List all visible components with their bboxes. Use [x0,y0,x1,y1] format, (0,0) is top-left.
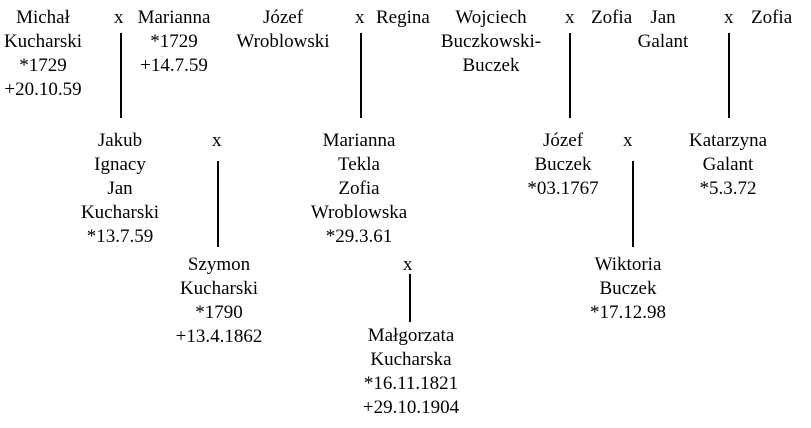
marriage-symbol: x [724,7,734,28]
name-line: Józef [262,7,304,28]
birth-date: *13.7.59 [86,226,154,247]
name-line: Zofia [338,178,380,199]
marriage-symbol: x [355,7,365,28]
person-malgorzata-kucharska: Małgorzata Kucharska *16.11.1821 +29.10.… [345,324,477,420]
name-line: Wroblowski [236,31,330,52]
marriage-symbol: x [623,130,633,151]
person-katarzyna-galant: Katarzyna Galant *5.3.72 [676,129,780,201]
connector-line [569,33,571,118]
person-regina: Regina [376,6,430,30]
name-line: Galant [637,31,689,52]
death-date: +13.4.1862 [175,326,263,347]
name-line: Kucharski [80,202,160,223]
name-line: Jan [107,178,133,199]
name-line: Jakub [97,130,143,151]
name-line: Katarzyna [688,130,768,151]
name-line: Wojciech [455,7,527,28]
name-line: Zofia [591,7,633,28]
connector-line [409,274,411,322]
death-date: +29.10.1904 [362,397,460,418]
death-date: +14.7.59 [140,55,208,76]
connector-line [217,161,219,247]
person-jakub-kucharski: Jakub Ignacy Jan Kucharski *13.7.59 [70,129,170,249]
marriage-symbol: x [403,254,413,275]
name-line: Wroblowska [310,202,408,223]
name-line: Zofia [751,7,793,28]
person-zofia-galant: Zofia [751,6,792,30]
person-marianna-wroblowska: Marianna Tekla Zofia Wroblowska *29.3.61 [300,129,418,249]
name-line: Małgorzata [367,325,455,346]
marriage-symbol: x [114,7,124,28]
connector-line [360,33,362,118]
birth-date: *17.12.98 [590,302,666,323]
connector-line [728,33,730,118]
name-line: Marianna [137,7,211,28]
marriage-symbol: x [212,130,222,151]
name-line: Kucharska [370,349,452,370]
person-marianna: Marianna *1729 +14.7.59 [130,6,218,78]
person-jozef-buczek: Józef Buczek *03.1767 [518,129,608,201]
name-line: Buczek [462,55,520,76]
person-szymon-kucharski: Szymon Kucharski *1790 +13.4.1862 [160,253,278,349]
name-line: Kucharski [3,31,83,52]
name-line: Galant [702,154,754,175]
name-line: Buczek [599,278,657,299]
name-line: Marianna [322,130,396,151]
person-wojciech-buczkowski-buczek: Wojciech Buczkowski- Buczek [432,6,550,78]
name-line: Buczek [534,154,592,175]
name-line: Jan [650,7,676,28]
birth-date: *1729 [19,55,67,76]
name-line: Wiktoria [594,254,662,275]
connector-line [632,161,634,247]
person-jan-galant: Jan Galant [632,6,694,54]
birth-date: *1729 [150,31,198,52]
birth-date: *5.3.72 [699,178,757,199]
marriage-symbol: x [565,7,575,28]
person-jozef-wroblowski: Józef Wroblowski [230,6,336,54]
birth-date: *29.3.61 [325,226,393,247]
name-line: Buczkowski- [440,31,542,52]
birth-date: *03.1767 [527,178,599,199]
name-line: Kucharski [179,278,259,299]
name-line: Ignacy [94,154,146,175]
person-wiktoria-buczek: Wiktoria Buczek *17.12.98 [578,253,678,325]
name-line: Michał [16,7,70,28]
death-date: +20.10.59 [4,79,82,100]
birth-date: *16.11.1821 [363,373,459,394]
birth-date: *1790 [195,302,243,323]
connector-line [120,33,122,118]
name-line: Szymon [187,254,251,275]
person-zofia-buczek: Zofia [591,6,632,30]
person-michal-kucharski: Michał Kucharski *1729 +20.10.59 [0,6,86,102]
name-line: Józef [542,130,584,151]
name-line: Regina [376,7,430,28]
name-line: Tekla [338,154,380,175]
